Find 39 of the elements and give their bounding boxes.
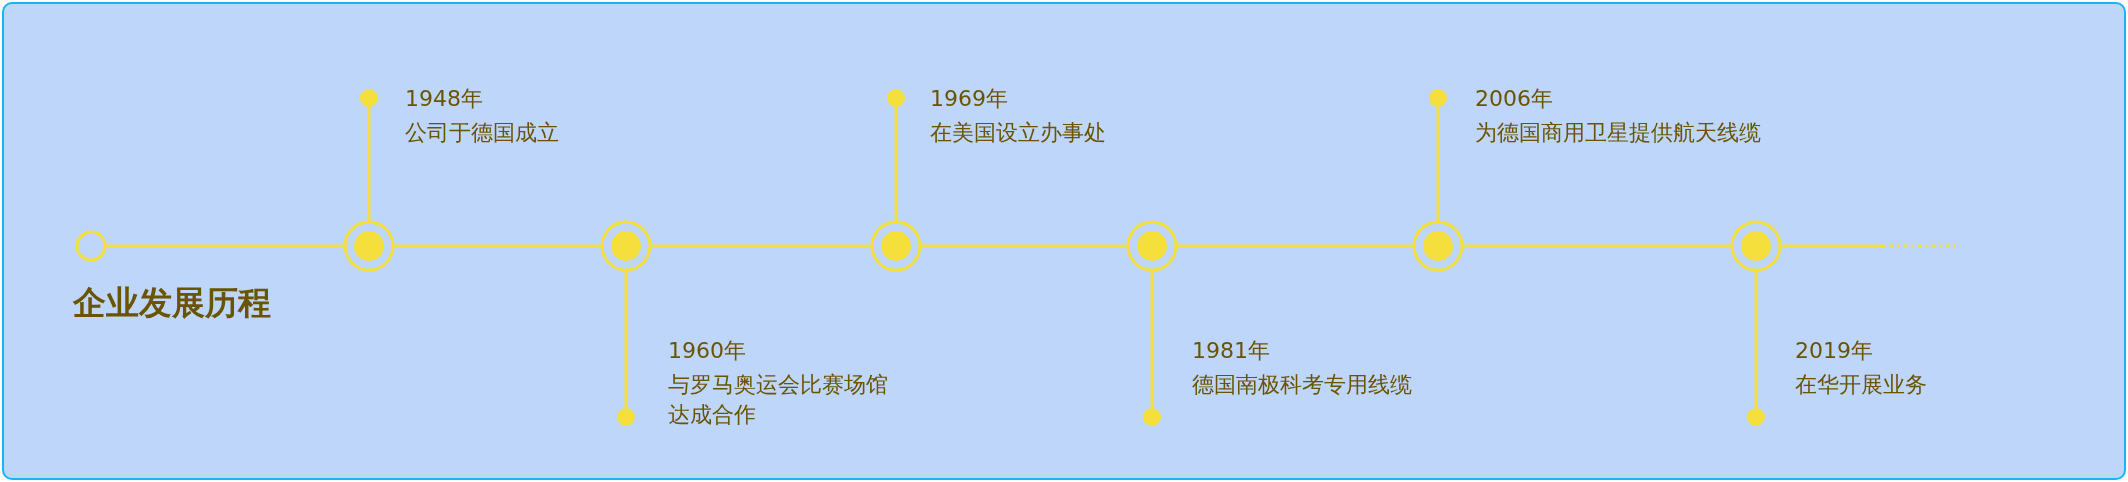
milestone-ring [1411, 219, 1465, 273]
year-label: 1960年 [668, 337, 746, 365]
milestone-ring [342, 219, 396, 273]
year-label: 2006年 [1475, 85, 1553, 113]
year-label: 1948年 [405, 85, 483, 113]
timeline-line [624, 271, 628, 408]
milestone-description: 德国南极科考专用线缆 [1192, 371, 1413, 399]
milestone-ring [599, 219, 653, 273]
milestone-description: 公司于德国成立 [405, 119, 560, 147]
milestone-ring [1125, 219, 1179, 273]
milestone-ring [1729, 219, 1783, 273]
timeline-line [1754, 271, 1758, 408]
timeline-line [367, 107, 371, 221]
start-circle [74, 229, 108, 263]
endpoint-dot [1429, 89, 1447, 107]
milestone-ring [869, 219, 923, 273]
timeline-line [894, 107, 898, 221]
milestone-description: 为德国商用卫星提供航天线缆 [1475, 119, 1762, 147]
endpoint-dot [1143, 408, 1161, 426]
endpoint-dot [887, 89, 905, 107]
timeline-line [106, 244, 344, 248]
timeline-title: 企业发展历程 [73, 283, 271, 323]
year-label: 1969年 [930, 85, 1008, 113]
timeline-line [1781, 244, 1886, 248]
timeline-line [394, 244, 601, 248]
timeline-line [1177, 244, 1413, 248]
timeline-line [651, 244, 871, 248]
milestone-description: 在美国设立办事处 [930, 119, 1107, 147]
timeline-line [1150, 271, 1154, 408]
timeline-line [1463, 244, 1731, 248]
timeline-line [1436, 107, 1440, 221]
milestone-description: 与罗马奥运会比赛场馆达成合作 [668, 371, 889, 429]
year-label: 1981年 [1192, 337, 1270, 365]
year-label: 2019年 [1795, 337, 1873, 365]
milestone-description: 在华开展业务 [1795, 371, 1928, 399]
endpoint-dot [617, 408, 635, 426]
endpoint-dot [1747, 408, 1765, 426]
endpoint-dot [360, 89, 378, 107]
timeline-line [921, 244, 1127, 248]
